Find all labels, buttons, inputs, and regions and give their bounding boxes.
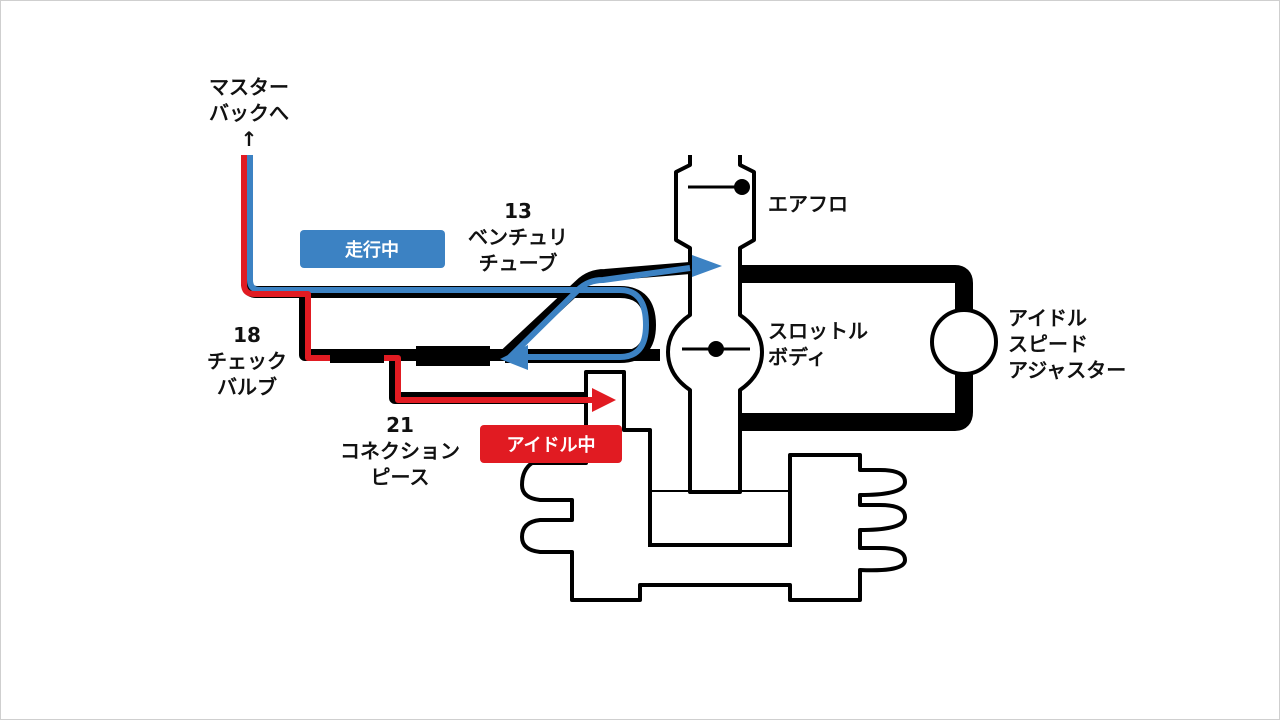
idle-arrow [592, 388, 616, 412]
label-connection-num: 21 [386, 413, 414, 437]
label-up-arrow: ↑ [241, 127, 258, 151]
label-isa-3: アジャスター [1008, 358, 1126, 382]
label-check-valve-num: 18 [233, 323, 261, 347]
running-flow-path [247, 155, 691, 360]
label-connection-1: コネクション [340, 439, 460, 463]
idle-badge [480, 425, 622, 463]
label-venturi-2: チューブ [479, 251, 558, 275]
label-check-valve-2: バルブ [217, 375, 277, 399]
airflow-sensor-dot [734, 179, 750, 195]
label-isa-1: アイドル [1008, 306, 1087, 330]
label-connection-2: ピース [371, 465, 430, 489]
airflow-column [666, 155, 764, 494]
running-badge [300, 230, 445, 268]
return-arrow [500, 345, 528, 370]
label-throttle-2: ボディ [768, 345, 827, 369]
throttle-shaft [708, 341, 724, 357]
running-badge-text: 走行中 [345, 239, 399, 261]
label-venturi-num: 13 [504, 199, 532, 223]
check-valve-body [330, 349, 384, 363]
label-venturi-1: ベンチュリ [468, 225, 568, 249]
label-master-back-2: バックへ [209, 101, 289, 125]
label-throttle-1: スロットル [768, 319, 868, 343]
idle-speed-adjuster [930, 308, 998, 376]
running-arrow [692, 255, 722, 277]
label-check-valve-1: チェック [207, 349, 287, 373]
idle-badge-text: アイドル中 [506, 434, 595, 456]
venturi-tube-body [416, 346, 490, 366]
label-master-back-1: マスター [209, 75, 289, 99]
label-isa-2: スピード [1008, 332, 1088, 356]
label-airflow: エアフロ [768, 192, 848, 216]
